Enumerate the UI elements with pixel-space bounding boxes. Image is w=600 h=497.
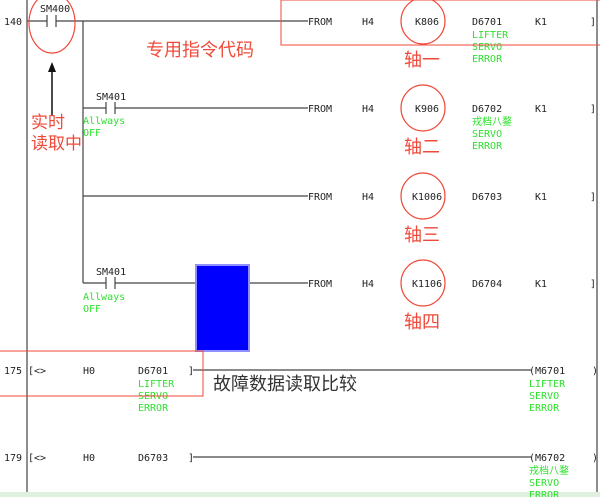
device-comment: ERROR (529, 403, 560, 414)
unit-address: H4 (362, 104, 374, 115)
unit-address: H4 (362, 17, 374, 28)
transfer-count: K1 (535, 17, 547, 28)
compare-operator: [<> (28, 366, 46, 377)
annotation-box-special (280, 0, 600, 46)
from-instruction-rung[interactable]: FROM H4 K1006 D6703 K1] 轴三 (308, 172, 596, 246)
annotation-box-compare (0, 350, 204, 397)
instruction-bracket: ] (590, 17, 596, 28)
device-comment: ERROR (472, 141, 503, 152)
instruction-name: FROM (308, 104, 332, 115)
compare-operand-1: H0 (83, 453, 95, 464)
instruction-name: FROM (308, 192, 332, 203)
output-coil: (M6702 (529, 453, 565, 464)
annotation-realtime-1: 实时 (31, 113, 65, 133)
device-comment: 戎档八鍪 (529, 464, 569, 477)
device-comment: SERVO (529, 478, 559, 489)
contact-comment: OFF (83, 128, 101, 139)
device-comment: ERROR (472, 54, 503, 65)
annotation-circle-sm400 (28, 0, 76, 54)
device-comment: LIFTER (138, 379, 175, 390)
buffer-address: K1106 (412, 279, 442, 290)
status-bar-strip (0, 492, 600, 497)
device-comment: SERVO (529, 391, 559, 402)
contact-device: SM401 (96, 92, 126, 103)
device-comment: 戎档八鍪 (472, 115, 512, 128)
instruction-bracket: ] (188, 366, 194, 377)
contact-device: SM401 (96, 267, 126, 278)
buffer-address: K806 (415, 17, 439, 28)
device-comment: LIFTER (472, 30, 509, 41)
destination-device: D6702 (472, 104, 502, 115)
instruction-bracket: ] (590, 104, 596, 115)
device-comment: LIFTER (529, 379, 566, 390)
compare-operand-2: D6701 (138, 366, 168, 377)
device-comment: ERROR (529, 490, 560, 497)
axis-label: 轴一 (404, 50, 440, 71)
arrow-up-icon (48, 62, 56, 72)
buffer-address: K906 (415, 104, 439, 115)
cursor-selection[interactable] (195, 264, 250, 352)
compare-operator: [<> (28, 453, 46, 464)
transfer-count: K1 (535, 279, 547, 290)
device-comment: ERROR (138, 403, 169, 414)
contact-sm400[interactable]: SM400 (27, 4, 308, 27)
step-number: 175 (4, 366, 22, 377)
coil-bracket: ) (592, 366, 598, 377)
contact-comment: Allways (83, 116, 125, 127)
device-comment: SERVO (472, 42, 502, 53)
contact-sm401[interactable]: SM401 Allways OFF (83, 92, 308, 139)
unit-address: H4 (362, 192, 374, 203)
from-instruction-rung[interactable]: FROM H4 K1106 D6704 K1] 轴四 (308, 259, 596, 333)
destination-device: D6704 (472, 279, 502, 290)
contact-comment: Allways (83, 292, 125, 303)
instruction-bracket: ] (188, 453, 194, 464)
contact-device: SM400 (40, 4, 70, 15)
compare-operand-1: H0 (83, 366, 95, 377)
contact-comment: OFF (83, 304, 101, 315)
compare-operand-2: D6703 (138, 453, 168, 464)
destination-device: D6703 (472, 192, 502, 203)
instruction-name: FROM (308, 17, 332, 28)
instruction-bracket: ] (590, 279, 596, 290)
transfer-count: K1 (535, 104, 547, 115)
unit-address: H4 (362, 279, 374, 290)
annotation-realtime-2: 读取中 (31, 134, 82, 154)
step-number: 140 (4, 17, 22, 28)
annotation-circle (400, 259, 446, 307)
annotation-fault-compare: 故障数据读取比较 (213, 374, 357, 395)
annotation-circle (400, 172, 446, 220)
step-number: 179 (4, 453, 22, 464)
transfer-count: K1 (535, 192, 547, 203)
annotation-special-instruction: 专用指令代码 (146, 40, 254, 61)
buffer-address: K1006 (412, 192, 442, 203)
device-comment: SERVO (472, 129, 502, 140)
annotation-circle (400, 0, 446, 45)
output-coil: (M6701 (529, 366, 565, 377)
axis-label: 轴二 (404, 137, 440, 158)
coil-bracket: ) (592, 453, 598, 464)
axis-label: 轴三 (404, 225, 440, 246)
instruction-name: FROM (308, 279, 332, 290)
annotation-circle (400, 84, 446, 132)
instruction-bracket: ] (590, 192, 596, 203)
axis-label: 轴四 (404, 312, 440, 333)
destination-device: D6701 (472, 17, 502, 28)
